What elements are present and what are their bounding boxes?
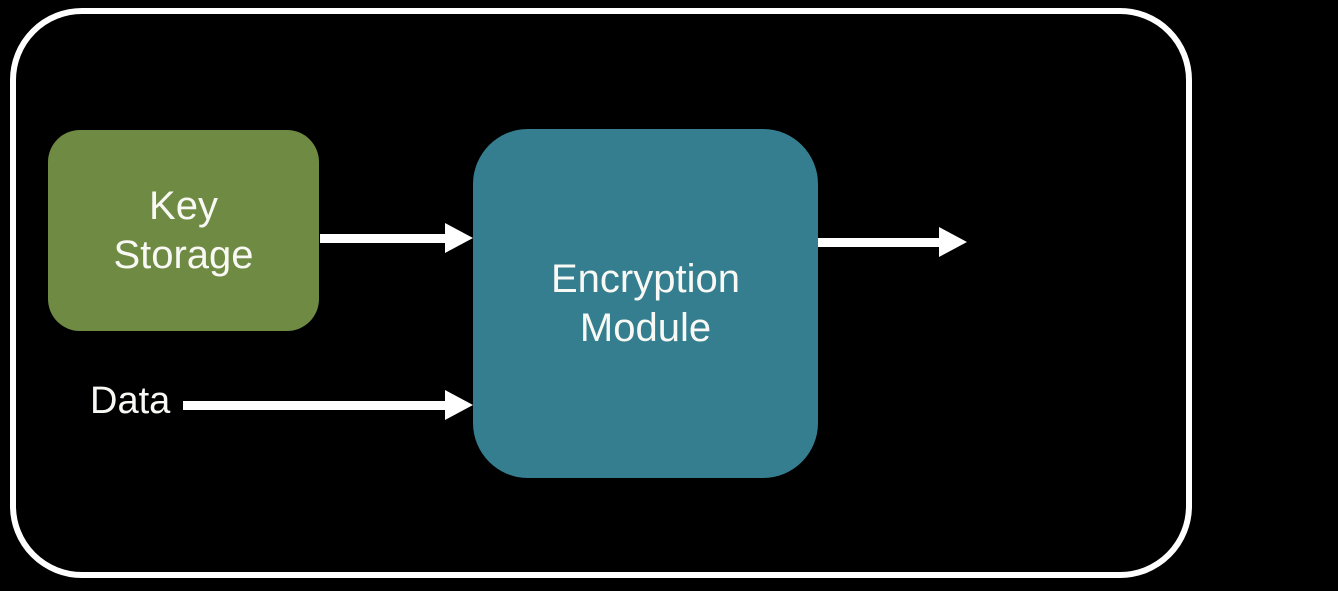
data-input-label: Data — [90, 380, 171, 422]
arrow-head-icon — [445, 223, 473, 253]
arrow-data-to-encryption-module — [183, 390, 473, 420]
arrow-shaft — [320, 233, 445, 243]
node-encryption-module-label: Encryption Module — [551, 256, 740, 350]
arrow-encryption-module-output — [818, 227, 967, 257]
arrow-head-icon — [939, 227, 967, 257]
arrow-shaft — [183, 400, 445, 410]
diagram-outer-frame — [10, 8, 1192, 578]
arrow-key-storage-to-encryption-module — [320, 223, 473, 253]
arrow-head-icon — [445, 390, 473, 420]
node-key-storage: Key Storage — [48, 130, 319, 331]
node-encryption-module: Encryption Module — [473, 129, 818, 478]
node-key-storage-label: Key Storage — [113, 183, 254, 277]
arrow-shaft — [818, 237, 939, 247]
